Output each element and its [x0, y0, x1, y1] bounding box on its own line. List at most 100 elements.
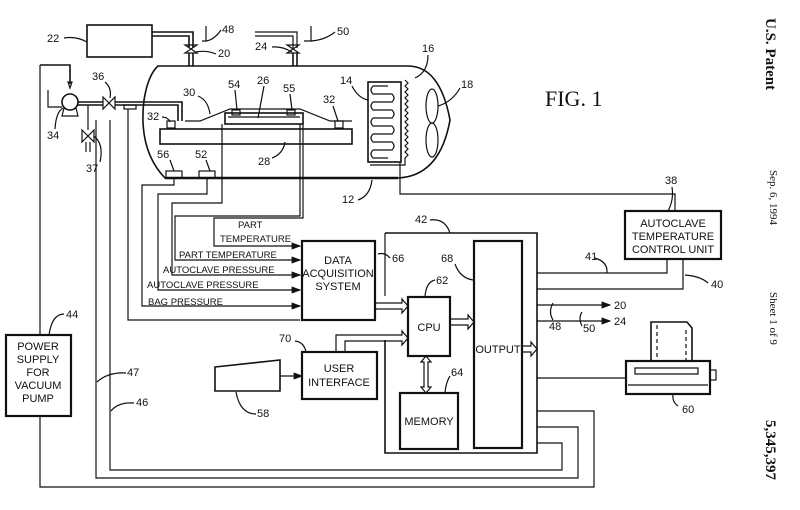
- reference-numeral: 44: [66, 309, 78, 321]
- diagram-line: [64, 38, 87, 43]
- diagram-line: [668, 187, 673, 211]
- reference-numeral: 28: [258, 156, 270, 168]
- diagram-line: [445, 376, 450, 393]
- diagram-line: [430, 220, 450, 233]
- svg-text:POWER: POWER: [17, 341, 59, 353]
- diagram-line: [673, 394, 678, 406]
- svg-text:VACUUM: VACUUM: [15, 380, 62, 392]
- figure-title: FIG. 1: [545, 86, 602, 111]
- label-part-temperature-1a: PART: [238, 220, 263, 231]
- reference-numeral: 47: [127, 367, 139, 379]
- heater-16: [370, 80, 408, 165]
- patent-date: Sep. 6, 1994: [767, 170, 779, 226]
- reference-numeral: 24: [255, 41, 267, 53]
- printer-60: [537, 322, 716, 394]
- vacuum-pump-34: [62, 94, 78, 110]
- diagram-line: [626, 361, 710, 394]
- svg-text:MEMORY: MEMORY: [404, 416, 454, 428]
- diagram-line: [333, 106, 338, 121]
- bus-daq-cpu: [375, 299, 408, 313]
- diagram-line: [62, 108, 78, 116]
- diagram-line: [311, 32, 335, 41]
- valve-20: [185, 45, 197, 53]
- reference-numeral: 68: [441, 253, 453, 265]
- svg-text:SYSTEM: SYSTEM: [315, 281, 360, 293]
- reference-numeral: 66: [392, 253, 404, 265]
- diagram-line: [685, 275, 708, 283]
- diagram-line: [124, 105, 136, 109]
- diagram-line: [425, 280, 435, 297]
- reference-numeral: 50: [583, 323, 595, 335]
- valve-37: [82, 130, 94, 142]
- gas-supply: [87, 25, 311, 66]
- svg-text:FOR: FOR: [26, 367, 49, 379]
- svg-text:OUTPUT: OUTPUT: [475, 344, 521, 356]
- diagram-line: [290, 94, 292, 110]
- patent-number: 5,345,397: [762, 420, 778, 481]
- reference-numeral: 12: [342, 194, 354, 206]
- reference-numeral: 38: [665, 175, 677, 187]
- diagram-line: [49, 314, 64, 335]
- reference-numeral: 20: [218, 48, 230, 60]
- valve-36: [103, 97, 115, 109]
- reference-numeral: 32: [323, 94, 335, 106]
- diagram-line: [196, 51, 216, 54]
- reference-numeral: 52: [195, 149, 207, 161]
- reference-numeral: 34: [47, 130, 59, 142]
- autoclave-vessel: [143, 66, 450, 178]
- label-autoclave-pressure-1: AUTOCLAVE PRESSURE: [163, 265, 275, 276]
- reference-numeral: 56: [157, 149, 169, 161]
- diagram-line: [189, 53, 193, 66]
- label-part-temperature-2: PART TEMPERATURE: [179, 250, 277, 261]
- coil: [371, 86, 394, 158]
- diagram-line: [111, 403, 134, 411]
- diagram-line: [580, 312, 582, 326]
- diagram-line: [206, 160, 210, 171]
- gas-tank-22: [87, 25, 152, 57]
- diagram-line: [295, 341, 306, 352]
- diagram-line: [206, 30, 221, 41]
- diagram-line: [236, 392, 256, 414]
- patent-label: U.S. Patent: [762, 18, 778, 90]
- svg-text:ACQUISITION: ACQUISITION: [302, 268, 374, 280]
- line-heater-control: [400, 162, 675, 211]
- label-part-temperature-1b: TEMPERATURE: [220, 234, 291, 245]
- svg-text:AUTOCLAVE: AUTOCLAVE: [640, 218, 706, 230]
- svg-text:USER: USER: [324, 363, 355, 375]
- reference-numeral: 62: [436, 275, 448, 287]
- diagram-line: [657, 325, 686, 362]
- keyboard-58: [215, 360, 280, 391]
- patent-header: U.S. Patent Sep. 6, 1994 Sheet 1 of 9 5,…: [762, 18, 779, 481]
- label-bag-pressure: BAG PRESSURE: [148, 297, 223, 308]
- diagram-line: [358, 180, 372, 200]
- reference-numeral: 30: [183, 87, 195, 99]
- vacuum-bag-30: [185, 109, 352, 121]
- seal-32b: [335, 121, 343, 128]
- reference-numeral: 24: [614, 316, 626, 328]
- diagram-line: [105, 82, 110, 98]
- bus-cpu-output: [450, 315, 474, 329]
- diagram-line: [40, 65, 70, 84]
- reference-numeral: 60: [682, 404, 694, 416]
- line-40: [537, 259, 683, 289]
- user-interface-70: [302, 352, 377, 399]
- reference-numeral: 70: [279, 333, 291, 345]
- diagram-line: [78, 102, 103, 105]
- diagram-line: [202, 26, 206, 41]
- diagram-line: [97, 373, 126, 382]
- reference-numeral: 42: [415, 214, 427, 226]
- diagram-line: [304, 26, 311, 41]
- svg-text:INTERFACE: INTERFACE: [308, 377, 370, 389]
- tool-28: [160, 129, 352, 144]
- fan-blade-bottom: [426, 123, 438, 157]
- reference-numeral: 55: [283, 83, 295, 95]
- reference-numeral: 16: [422, 43, 434, 55]
- reference-numeral: 46: [136, 397, 148, 409]
- data-acquisition-system: DATA ACQUISITION SYSTEM: [302, 241, 375, 320]
- diagram-line: [143, 66, 450, 178]
- svg-text:TEMPERATURE: TEMPERATURE: [632, 231, 714, 243]
- reference-numeral: 14: [340, 75, 352, 87]
- diagram-line: [198, 96, 210, 114]
- reference-numeral: 64: [451, 367, 463, 379]
